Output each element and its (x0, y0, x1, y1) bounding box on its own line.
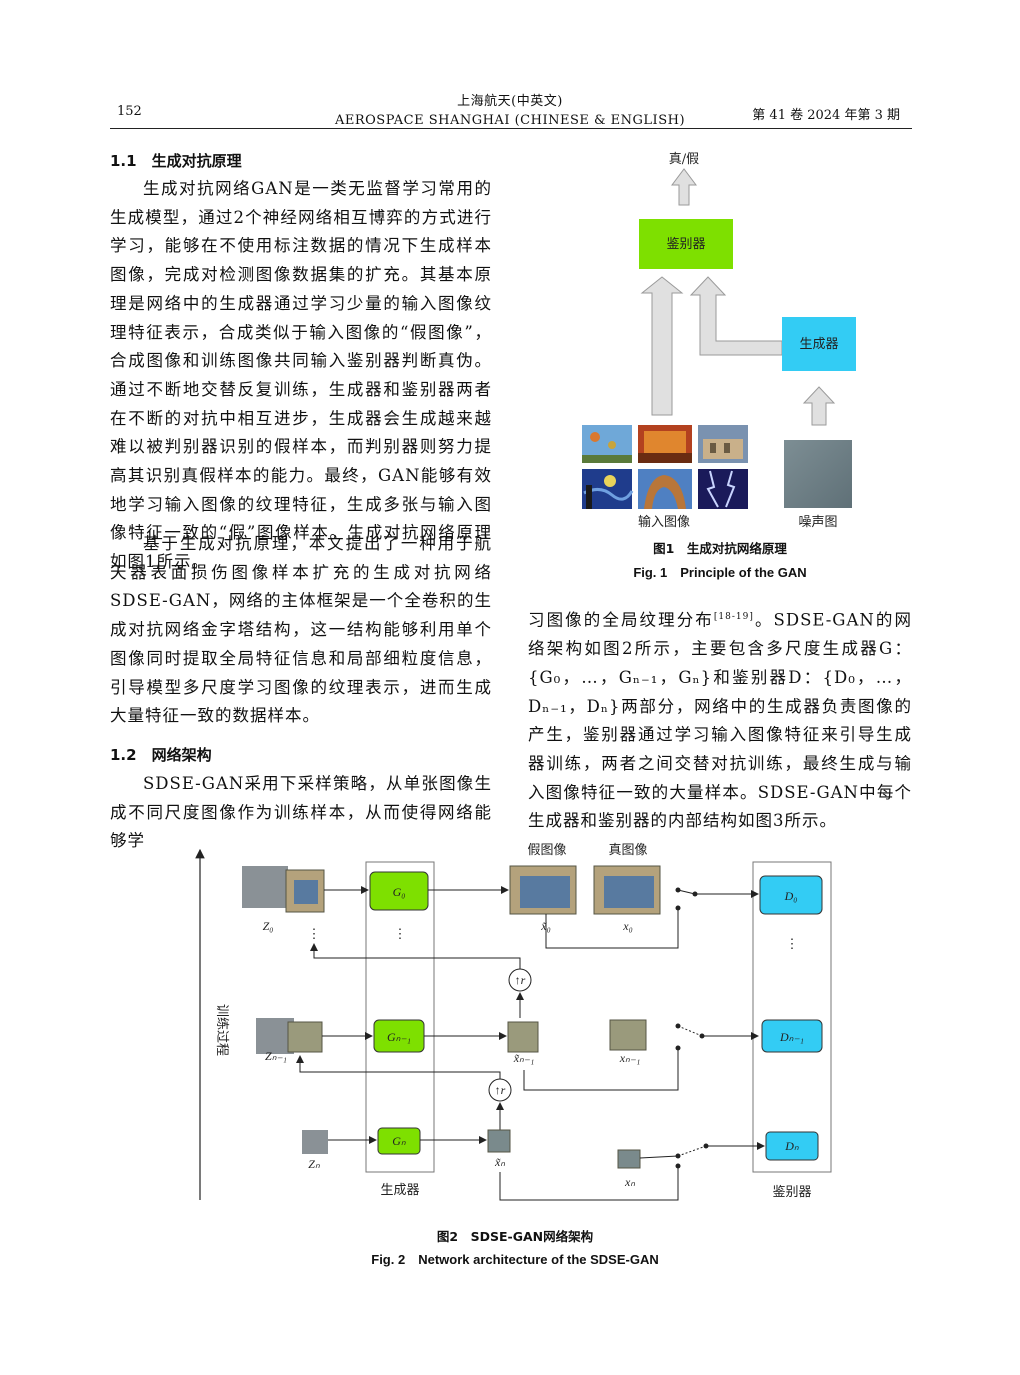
journal-title-cn: 上海航天(中英文) (457, 94, 563, 109)
discriminator-label: 鉴别器 (666, 237, 705, 252)
input-image-label: 输入图像 (638, 514, 690, 530)
discriminator-group-label: 鉴别器 (772, 1185, 811, 1200)
page-number: 152 (117, 104, 142, 119)
section-1-2-title: 1.2 网络架构 (110, 746, 212, 764)
generator-group-label: 生成器 (380, 1183, 419, 1198)
gn-box (377, 1127, 421, 1155)
issue-info: 第 41 卷 2024 年第 3 期 (752, 108, 900, 123)
dots-discriminator: ⋮ (786, 937, 799, 952)
axis-label: 训练过程 (214, 1004, 229, 1056)
generator-label: 生成器 (799, 337, 838, 352)
d0-label: D₀ (784, 889, 798, 903)
dn-label: Dₙ (784, 1139, 799, 1153)
section-1-2-paragraph-2: 习图像的全局纹理分布[18-19]。SDSE-GAN的网络架构如图2所示，主要包… (528, 603, 912, 836)
fake-xn-image (487, 1129, 511, 1153)
dn1-box (761, 1019, 823, 1053)
real-image-label: 真图像 (608, 843, 647, 858)
xn1-tilde-label: x̃ₙ₋₁ (513, 1051, 535, 1065)
upsample-2-label: ↑r (495, 1083, 506, 1097)
g0-box (369, 871, 429, 911)
g0-label: G₀ (393, 885, 406, 899)
noise-z0 (242, 866, 288, 908)
zn1-label: Zₙ₋₁ (265, 1049, 287, 1063)
noise-image (784, 440, 852, 508)
citation: [18-19] (713, 612, 754, 622)
paragraph-2-start: 习图像的全局纹理分布 (528, 610, 714, 630)
noise-zn (302, 1130, 328, 1154)
section-1-1-paragraph-1: 生成对抗网络GAN是一类无监督学习常用的生成模型，通过2个神经网络相互博弈的方式… (110, 179, 492, 572)
noise-image-label: 噪声图 (798, 515, 837, 530)
figure-2: 训练过程 生成器 鉴别器 假图像 真图像 Z₀ ⋮ G₀ x̃₀ x₀ D₀ ⋮… (195, 843, 832, 1201)
journal-title: 上海航天(中英文) AEROSPACE SHANGHAI (CHINESE & … (0, 92, 1020, 130)
figure-1-caption-cn: 图1 生成对抗网络原理 (653, 541, 787, 556)
x0-label: x₀ (622, 919, 633, 933)
section-1-1-title: 1.1 生成对抗原理 (110, 152, 242, 170)
figure-1-caption-en: Fig. 1 Principle of the GAN (633, 565, 807, 580)
header-rule (110, 128, 912, 129)
figure-2-caption-en: Fig. 2 Network architecture of the SDSE-… (371, 1252, 659, 1267)
dn1-label: Dₙ₋₁ (779, 1030, 804, 1044)
output-arrow (671, 168, 697, 206)
paragraph-2-rest: 。SDSE-GAN的网络架构如图2所示，主要包含多尺度生成器G：{G₀，…，Gₙ… (528, 610, 913, 831)
real-xn-image (617, 1149, 641, 1169)
dots-generator: ⋮ (394, 927, 407, 942)
generator-box (782, 317, 856, 371)
z0-label: Z₀ (263, 919, 274, 933)
generator-group-frame (365, 861, 435, 1173)
gn-label: Gₙ (392, 1134, 406, 1148)
figure-1: 真/假 鉴别器 生成器 输入图像 噪声图 (582, 152, 856, 530)
input-arrow (640, 276, 684, 416)
xn1-label: xₙ₋₁ (619, 1051, 641, 1065)
dots-left: ⋮ (308, 927, 321, 942)
fake-xn1-image (507, 1021, 539, 1053)
upsample-1-label: ↑r (515, 973, 526, 987)
zn-label: Zₙ (308, 1157, 320, 1171)
xn-label: xₙ (624, 1175, 635, 1189)
input-images (582, 425, 748, 509)
real-fake-label: 真/假 (669, 152, 699, 167)
generator-arrow (689, 276, 783, 356)
journal-title-en: AEROSPACE SHANGHAI (CHINESE & ENGLISH) (334, 113, 686, 128)
discriminator-group-frame (752, 861, 832, 1173)
d0-box (759, 875, 823, 915)
gn1-label: Gₙ₋₁ (387, 1030, 411, 1044)
noise-arrow (802, 386, 836, 426)
dn-box (765, 1131, 819, 1161)
discriminator-box (639, 219, 733, 269)
xn-tilde-label: x̃ₙ (494, 1155, 505, 1169)
section-1-2-paragraph-1: SDSE-GAN采用下采样策略，从单张图像生成不同尺度图像作为训练样本，从而使得… (110, 774, 492, 851)
real-xn1-image (609, 1019, 647, 1051)
fake-image-label: 假图像 (527, 843, 566, 858)
figure-2-caption-cn: 图2 SDSE-GAN网络架构 (436, 1229, 594, 1244)
section-1-1-paragraph-2: 基于生成对抗原理，本文提出了一种用于航天器表面损伤图像样本扩充的生成对抗网络SD… (110, 534, 492, 726)
